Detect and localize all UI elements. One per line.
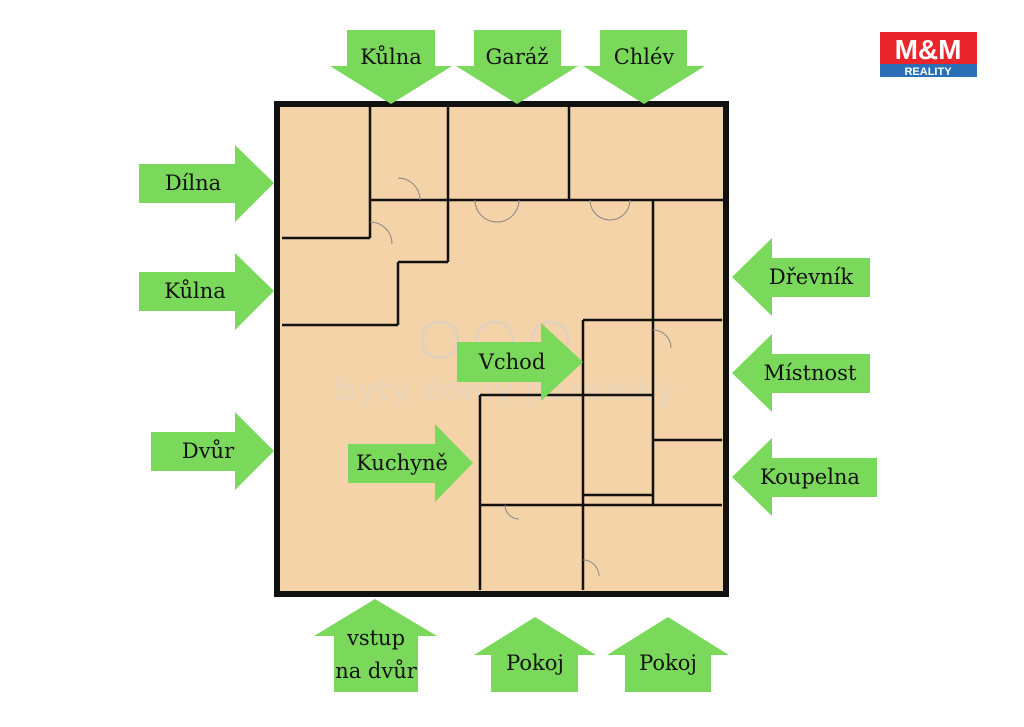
label-bottom-pokoj-2: Pokoj	[639, 651, 697, 675]
logo-brand: M&M	[895, 34, 962, 65]
label-bottom-pokoj-1: Pokoj	[506, 651, 564, 675]
label-bottom-vstup-line2: na dvůr	[335, 659, 418, 683]
label-top-chlev: Chlév	[614, 45, 675, 69]
label-center-vchod: Vchod	[478, 350, 546, 374]
arrow-center-vchod: Vchod	[457, 323, 583, 401]
arrow-right-koupelna: Koupelna	[732, 438, 877, 516]
door-swings	[369, 177, 672, 577]
label-top-garaz: Garáž	[486, 45, 549, 69]
label-right-drevnik: Dřevník	[769, 265, 853, 289]
arrow-top-kulna: Kůlna	[330, 30, 452, 104]
watermark-logo-icon	[420, 320, 460, 360]
label-left-dvur: Dvůr	[182, 439, 235, 463]
arrow-left-dilna: Dílna	[139, 145, 274, 222]
label-bottom-vstup-line1: vstup	[346, 626, 405, 650]
arrow-right-drevnik: Dřevník	[732, 238, 870, 316]
label-left-kulna: Kůlna	[164, 279, 226, 303]
arrow-top-garaz: Garáž	[456, 30, 578, 104]
arrow-bottom-vstup: vstup na dvůr	[314, 599, 437, 692]
label-left-dilna: Dílna	[165, 171, 221, 195]
logo-sub: REALITY	[904, 66, 952, 78]
label-top-kulna: Kůlna	[360, 45, 422, 69]
arrow-center-kuchyne: Kuchyně	[348, 424, 473, 502]
arrow-bottom-pokoj-2: Pokoj	[607, 617, 729, 692]
arrow-left-dvur: Dvůr	[151, 412, 274, 490]
arrow-bottom-pokoj-1: Pokoj	[474, 617, 596, 692]
arrow-top-chlev: Chlév	[583, 30, 705, 104]
label-center-kuchyne: Kuchyně	[356, 451, 448, 475]
arrow-left-kulna: Kůlna	[139, 253, 274, 330]
interior-walls	[282, 104, 726, 590]
outer-wall	[274, 101, 729, 597]
arrow-right-mistnost: Místnost	[732, 334, 870, 412]
label-right-koupelna: Koupelna	[760, 465, 860, 489]
label-right-mistnost: Místnost	[764, 361, 857, 385]
mm-reality-logo: M&M REALITY	[880, 32, 977, 78]
